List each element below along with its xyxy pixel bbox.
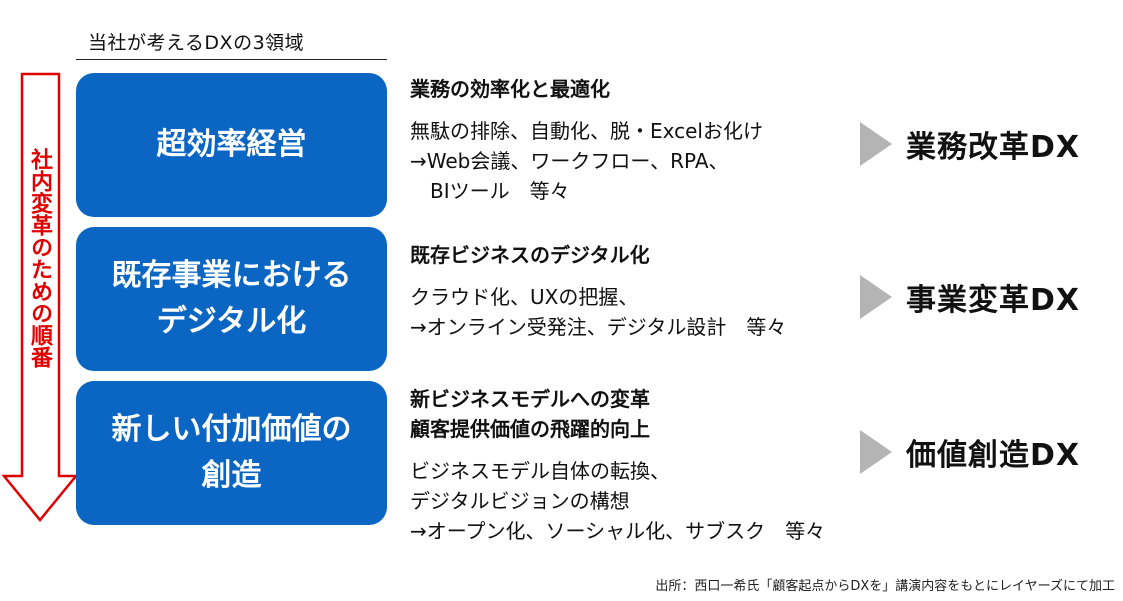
domain-box-digitalization: 既存事業における デジタル化 bbox=[76, 227, 387, 371]
result-business-transformation: 事業変革DX bbox=[860, 275, 1080, 319]
block-heading: 顧客提供価値の飛躍的向上 bbox=[410, 417, 650, 441]
block-heading: 新ビジネスモデルへの変革 bbox=[410, 387, 650, 411]
block-detail: クラウド化、UXの把握、 bbox=[410, 285, 639, 309]
down-arrow-icon bbox=[1, 72, 79, 522]
description-block-3: 新ビジネスモデルへの変革 顧客提供価値の飛躍的向上 ビジネスモデル自体の転換、 … bbox=[410, 384, 825, 546]
block-detail: BIツール 等々 bbox=[410, 179, 570, 203]
title-underline bbox=[76, 59, 387, 60]
result-label: 業務改革DX bbox=[906, 130, 1081, 165]
diagram-title: 当社が考えるDXの3領域 bbox=[88, 32, 305, 54]
domain-box-label: デジタル化 bbox=[156, 304, 307, 339]
domain-box-label: 既存事業における bbox=[111, 258, 352, 293]
domain-box-label: 超効率経営 bbox=[156, 127, 307, 162]
chevron-right-icon bbox=[860, 430, 892, 474]
arrow-label: 社内変革のための順番 bbox=[27, 148, 52, 368]
block-detail: →オンライン受発注、デジタル設計 等々 bbox=[410, 315, 787, 339]
chevron-right-icon bbox=[860, 275, 892, 319]
description-block-1: 業務の効率化と最適化 無駄の排除、自動化、脱・Excelお化け →Web会議、ワ… bbox=[410, 74, 763, 206]
result-value-creation: 価値創造DX bbox=[860, 430, 1080, 474]
result-label: 価値創造DX bbox=[906, 438, 1081, 473]
block-detail: デジタルビジョンの構想 bbox=[410, 489, 630, 513]
domain-box-label: 創造 bbox=[201, 458, 262, 493]
block-detail: →Web会議、ワークフロー、RPA、 bbox=[410, 149, 729, 173]
result-business-reform: 業務改革DX bbox=[860, 122, 1080, 166]
block-detail: →オープン化、ソーシャル化、サブスク 等々 bbox=[410, 519, 826, 543]
domain-box-label: 新しい付加価値の bbox=[111, 412, 352, 447]
source-note: 出所：西口一希氏「顧客起点からDXを」講演内容をもとにレイヤーズにて加工 bbox=[655, 579, 1115, 594]
result-label: 事業変革DX bbox=[906, 283, 1081, 318]
block-heading: 既存ビジネスのデジタル化 bbox=[410, 243, 650, 267]
description-block-2: 既存ビジネスのデジタル化 クラウド化、UXの把握、 →オンライン受発注、デジタル… bbox=[410, 240, 786, 342]
block-heading: 業務の効率化と最適化 bbox=[410, 77, 610, 101]
block-detail: ビジネスモデル自体の転換、 bbox=[410, 459, 670, 483]
chevron-right-icon bbox=[860, 122, 892, 166]
domain-box-value-creation: 新しい付加価値の 創造 bbox=[76, 381, 387, 525]
block-detail: 無駄の排除、自動化、脱・Excelお化け bbox=[410, 119, 763, 143]
domain-box-efficiency: 超効率経営 bbox=[76, 73, 387, 217]
